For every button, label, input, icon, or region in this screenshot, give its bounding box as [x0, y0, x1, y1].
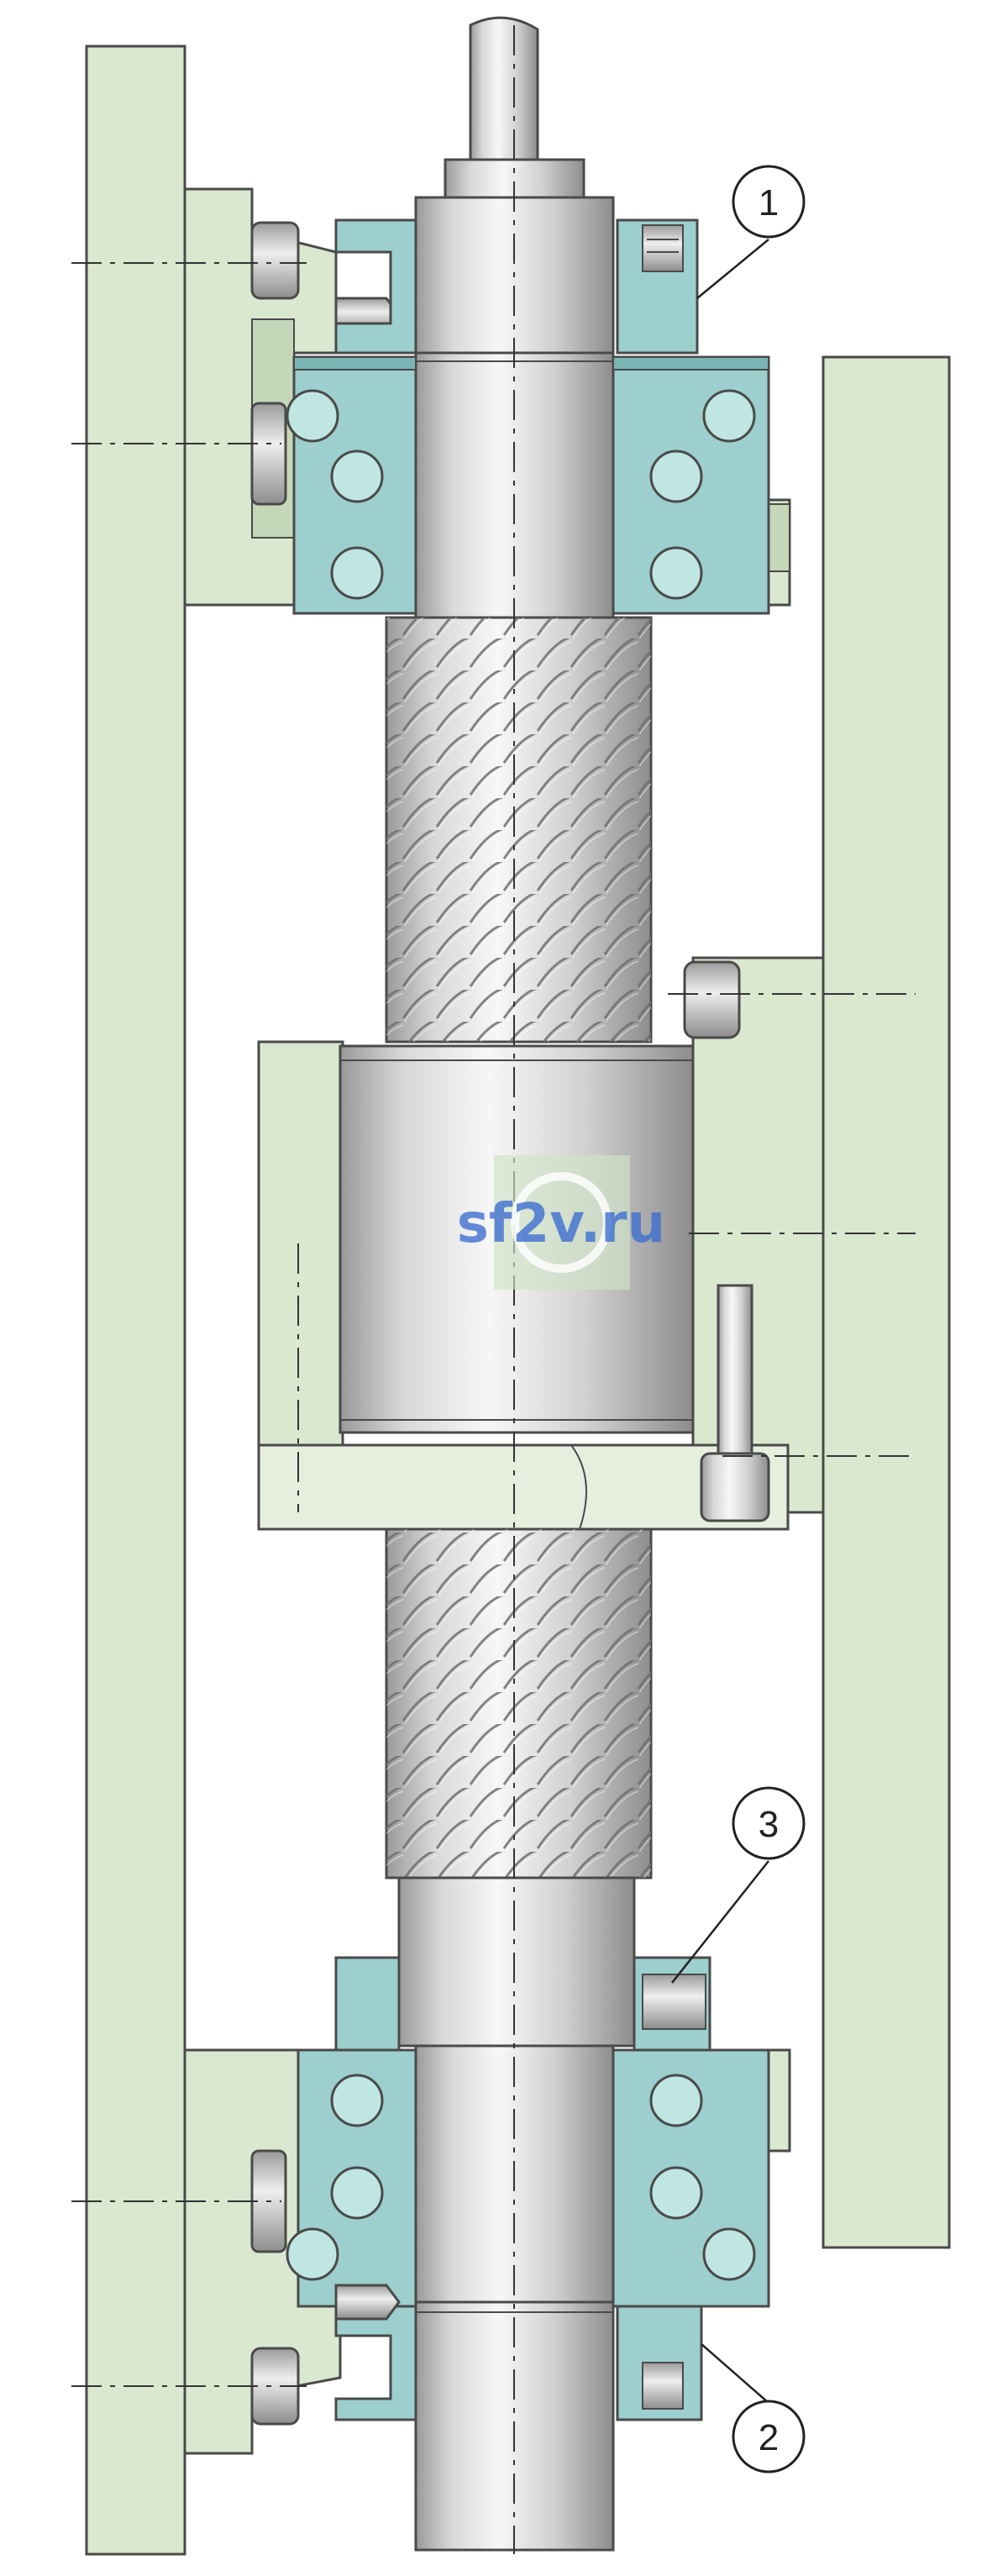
left-frame-plate [85, 45, 186, 2556]
callout-3: 3 [671, 1786, 806, 1984]
screw-thread-upper [385, 616, 653, 1044]
upper-left-bearing [286, 355, 417, 615]
watermark-text: sf2v.ru [457, 1193, 665, 1255]
callout-2-label: 2 [759, 2417, 779, 2458]
callout-3-label: 3 [759, 1804, 779, 1845]
watermark: sf2v.ru [457, 1155, 665, 1290]
shaft-top-journal [414, 16, 615, 619]
callout-2: 2 [701, 2343, 806, 2473]
upper-right-bearing [612, 355, 770, 615]
lower-clamp-nut [334, 1956, 711, 2052]
shaft-bottom-journal [397, 1876, 636, 2552]
callout-1: 1 [696, 165, 806, 299]
lower-left-bearing [286, 2048, 417, 2308]
screw-thread-lower [385, 1527, 653, 1879]
upper-locknut [334, 218, 699, 355]
lower-mounting-screw [250, 2149, 401, 2426]
lower-locknut [334, 2305, 703, 2421]
right-frame-plate [822, 355, 951, 2249]
callout-1-label: 1 [759, 182, 779, 223]
lower-right-bearing [612, 2048, 770, 2308]
nut-mounting-screw [683, 960, 770, 1522]
